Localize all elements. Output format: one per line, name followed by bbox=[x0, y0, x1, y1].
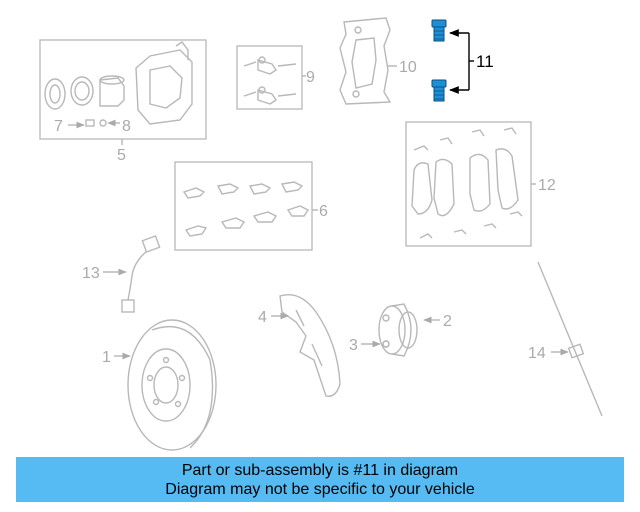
part-3-wheel-stud[interactable] bbox=[382, 340, 390, 348]
part-6-clips[interactable] bbox=[174, 161, 313, 251]
part-12-brake-pads[interactable] bbox=[405, 121, 532, 247]
part-11-bolts[interactable] bbox=[431, 19, 447, 102]
callout-4: 4 bbox=[258, 309, 267, 326]
callout-5: 5 bbox=[117, 147, 126, 164]
callout-12: 12 bbox=[538, 177, 556, 194]
callout-10: 10 bbox=[399, 59, 417, 76]
part-5-caliper-group[interactable] bbox=[39, 39, 207, 140]
banner-line-2: Diagram may not be specific to your vehi… bbox=[165, 481, 475, 498]
callout-1: 1 bbox=[102, 349, 111, 366]
callout-6: 6 bbox=[319, 203, 328, 220]
part-4-splash-shield[interactable] bbox=[279, 294, 341, 397]
info-banner: Part or sub-assembly is #11 in diagram D… bbox=[16, 457, 624, 502]
part-1-brake-rotor[interactable] bbox=[127, 319, 217, 451]
part-9-guide-pins[interactable] bbox=[236, 45, 303, 110]
callout-3: 3 bbox=[349, 337, 358, 354]
callout-7: 7 bbox=[54, 118, 63, 135]
callout-2: 2 bbox=[443, 313, 452, 330]
callout-14: 14 bbox=[528, 345, 546, 362]
part-14-brake-line[interactable] bbox=[537, 261, 603, 417]
part-10-caliper-bracket[interactable] bbox=[339, 17, 392, 105]
callout-8: 8 bbox=[122, 118, 131, 135]
part-13-wear-sensor[interactable] bbox=[121, 235, 161, 313]
callout-9: 9 bbox=[306, 69, 315, 86]
callout-11: 11 bbox=[476, 52, 494, 71]
part-2-hub-bearing[interactable] bbox=[378, 303, 418, 357]
banner-line-1: Part or sub-assembly is #11 in diagram bbox=[181, 462, 459, 479]
callout-13: 13 bbox=[82, 265, 100, 282]
